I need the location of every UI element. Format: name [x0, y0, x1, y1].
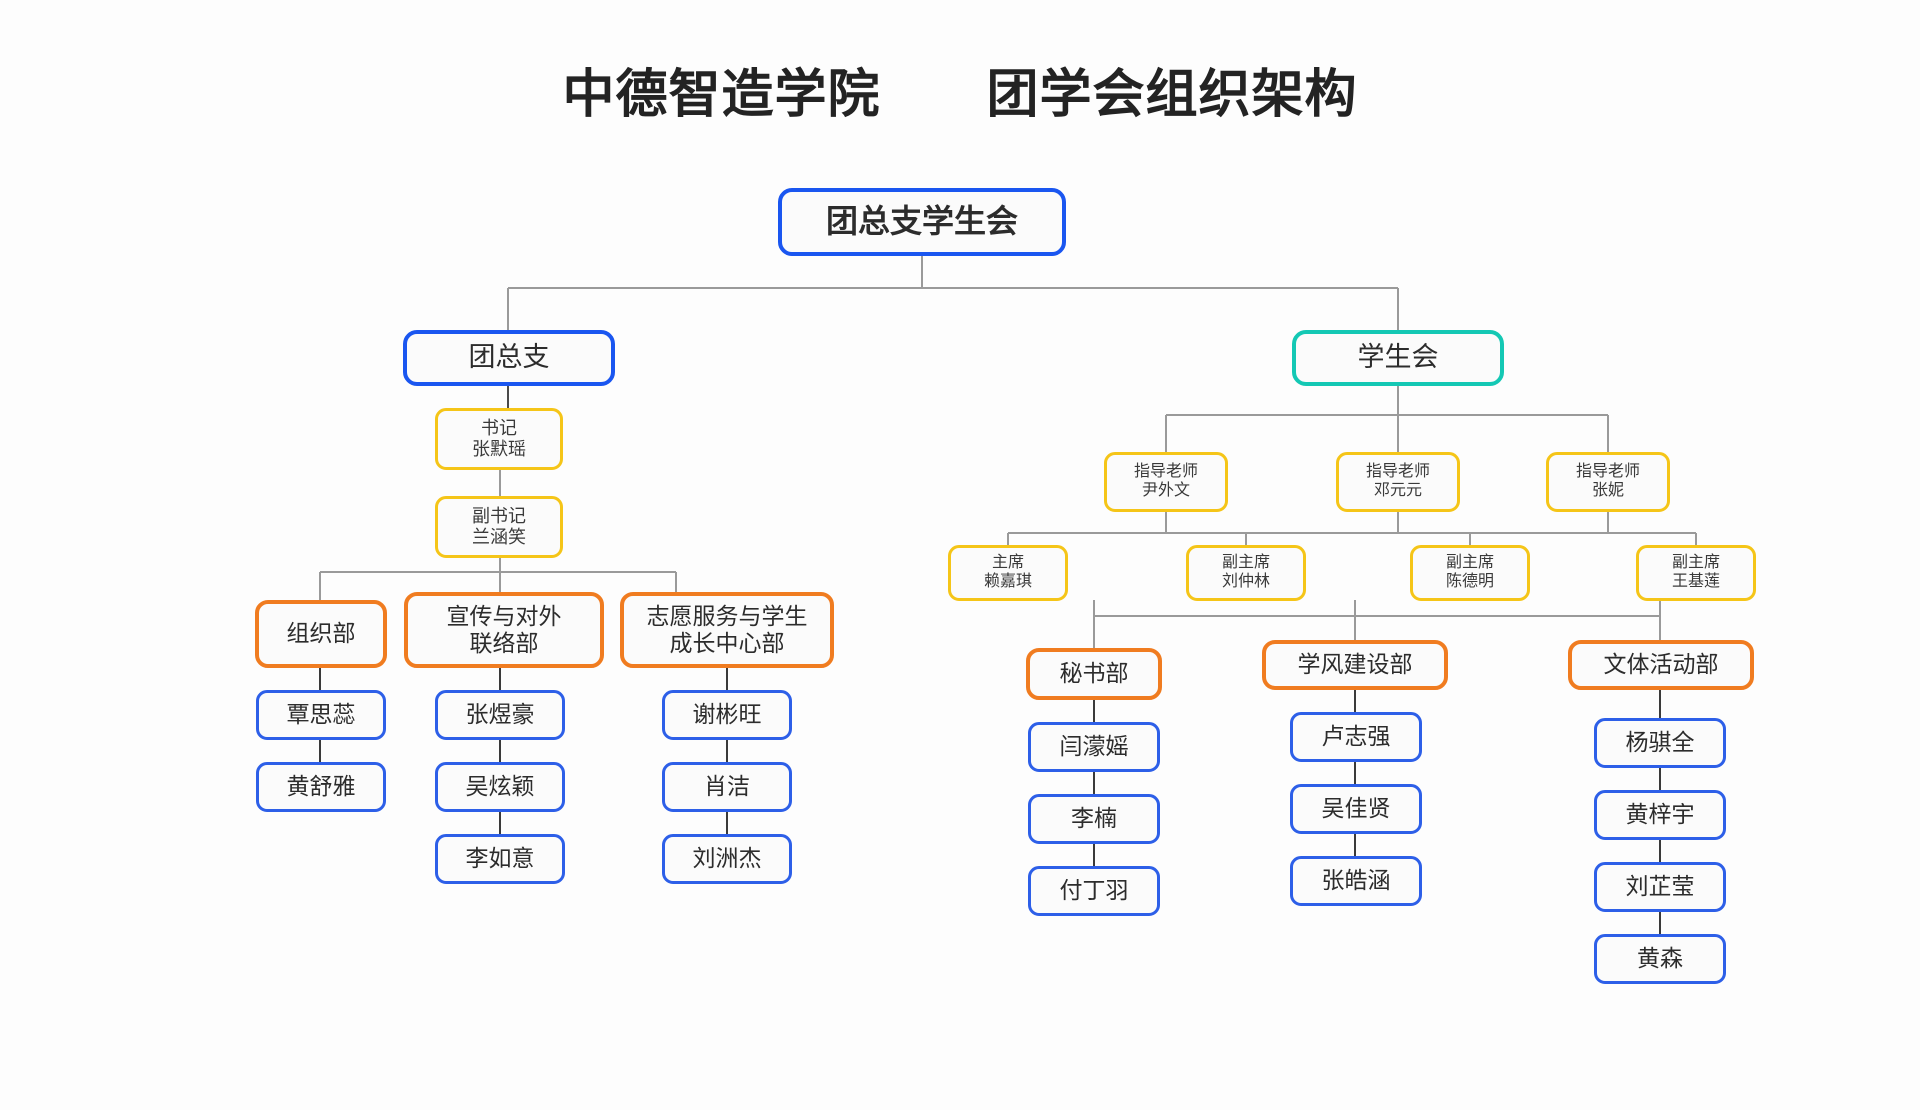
node-dept-zuzhibu[interactable]: 组织部: [255, 600, 387, 668]
node-officer-fushuji[interactable]: 副书记 兰涵笑: [435, 496, 563, 558]
node-member[interactable]: 付丁羽: [1028, 866, 1160, 916]
page-title: 中德智造学院 团学会组织架构: [562, 66, 1358, 124]
node-branch-xueshenghui[interactable]: 学生会: [1292, 330, 1504, 386]
node-dept-xuefeng[interactable]: 学风建设部: [1262, 640, 1448, 690]
node-member[interactable]: 杨骐全: [1594, 718, 1726, 768]
node-member[interactable]: 谢彬旺: [662, 690, 792, 740]
node-chair-fuzhuxi-3[interactable]: 副主席 王基莲: [1636, 545, 1756, 601]
node-member[interactable]: 吴炫颖: [435, 762, 565, 812]
node-member[interactable]: 黄梓宇: [1594, 790, 1726, 840]
node-root[interactable]: 团总支学生会: [778, 188, 1066, 256]
node-member[interactable]: 黄舒雅: [256, 762, 386, 812]
node-member[interactable]: 吴佳贤: [1290, 784, 1422, 834]
node-member[interactable]: 刘芷莹: [1594, 862, 1726, 912]
node-advisor-1[interactable]: 指导老师 尹外文: [1104, 452, 1228, 512]
node-chair-fuzhuxi-1[interactable]: 副主席 刘仲林: [1186, 545, 1306, 601]
node-member[interactable]: 闫濛媱: [1028, 722, 1160, 772]
node-officer-shuji[interactable]: 书记 张默瑶: [435, 408, 563, 470]
node-dept-zhiyuan[interactable]: 志愿服务与学生 成长中心部: [620, 592, 834, 668]
node-chair-zhuxi[interactable]: 主席 赖嘉琪: [948, 545, 1068, 601]
node-branch-tuanzongzhi[interactable]: 团总支: [403, 330, 615, 386]
node-member[interactable]: 覃思蕊: [256, 690, 386, 740]
node-member[interactable]: 肖洁: [662, 762, 792, 812]
node-advisor-3[interactable]: 指导老师 张妮: [1546, 452, 1670, 512]
node-member[interactable]: 张皓涵: [1290, 856, 1422, 906]
node-member[interactable]: 张煜豪: [435, 690, 565, 740]
node-chair-fuzhuxi-2[interactable]: 副主席 陈德明: [1410, 545, 1530, 601]
node-member[interactable]: 刘洲杰: [662, 834, 792, 884]
node-dept-mishubu[interactable]: 秘书部: [1026, 648, 1162, 700]
node-dept-wenti[interactable]: 文体活动部: [1568, 640, 1754, 690]
node-member[interactable]: 卢志强: [1290, 712, 1422, 762]
node-member[interactable]: 李楠: [1028, 794, 1160, 844]
node-member[interactable]: 李如意: [435, 834, 565, 884]
node-dept-xuanchuan[interactable]: 宣传与对外 联络部: [404, 592, 604, 668]
node-advisor-2[interactable]: 指导老师 邓元元: [1336, 452, 1460, 512]
node-member[interactable]: 黄森: [1594, 934, 1726, 984]
